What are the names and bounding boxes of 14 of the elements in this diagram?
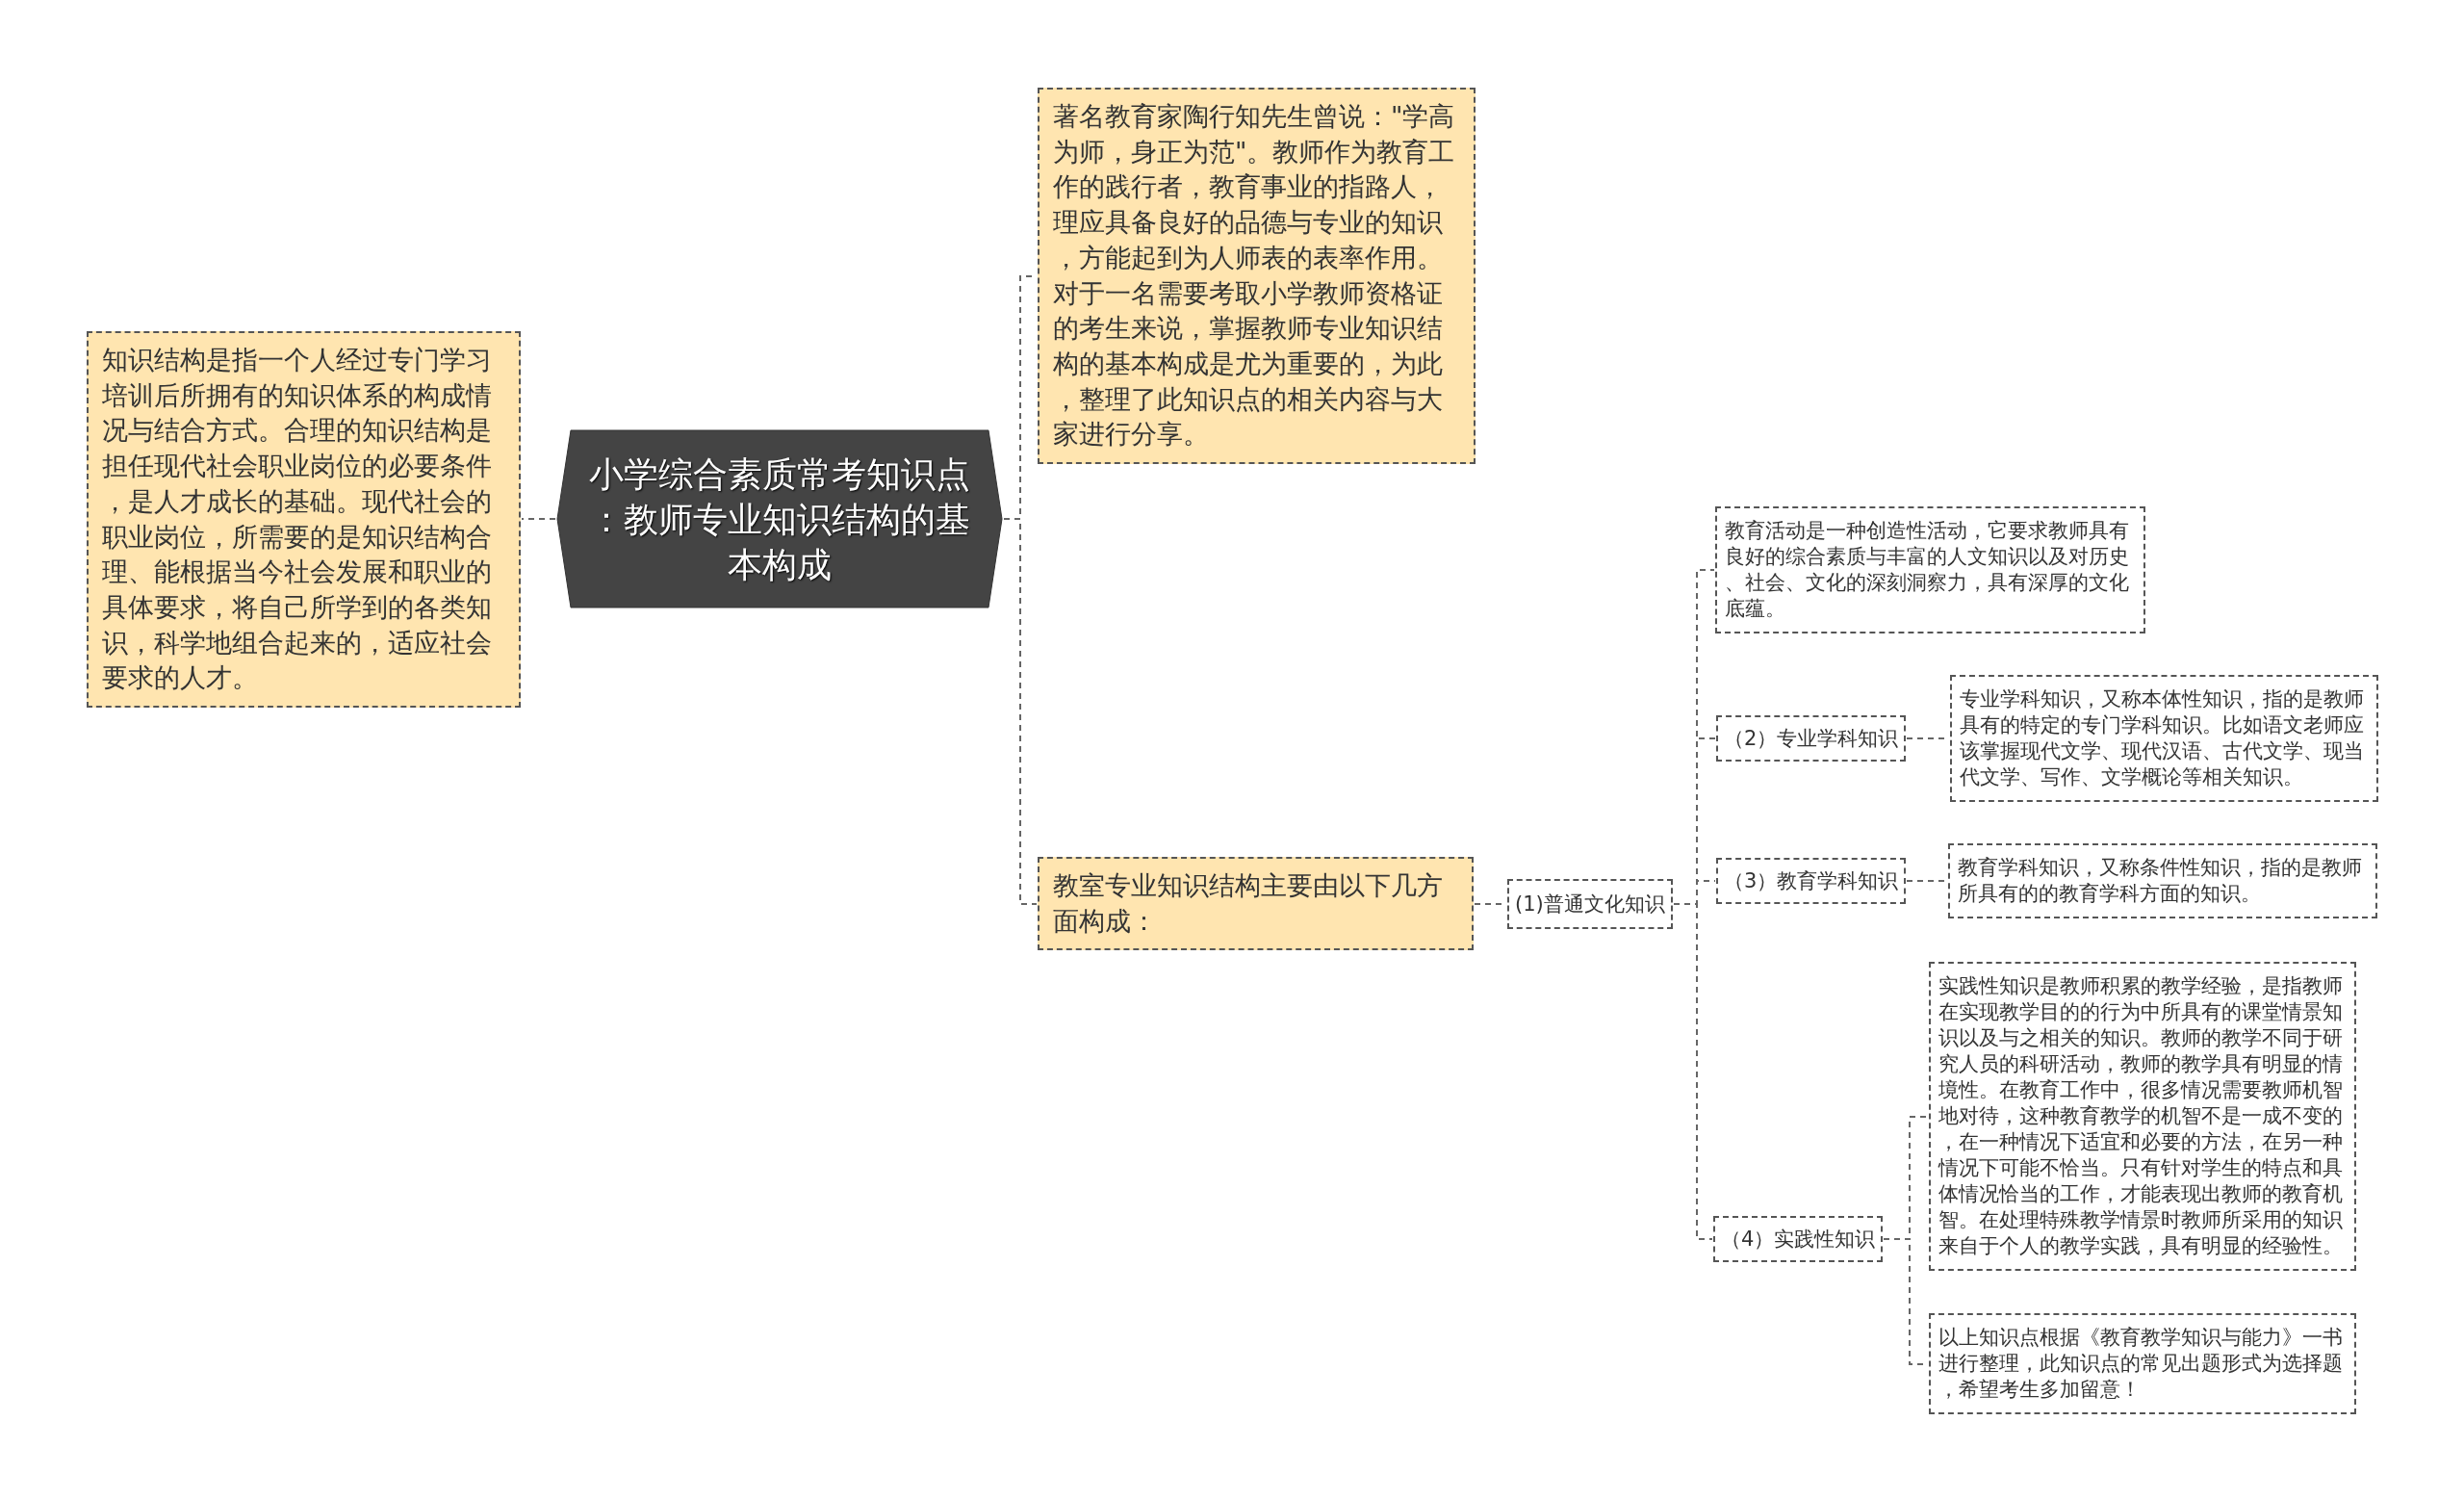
note-box: 著名教育家陶行知先生曾说："学高为师，身正为范"。教师作为教育工作的践行者，教育事业的指路人，理应具备良好的品德与专业的知识，方能起到为人师表的表率作用。对于一名需要考取小学教师资格证的考生来说，掌握教师专业知识结构的基本构成是尤为重要的，为此，整理了此知识点的相关内容与大家进行分享。 — [1038, 88, 1476, 465]
text-box: 实践性知识是教师积累的教学经验，是指教师在实现教学目的的行为中所具有的课堂情景知识以及与之相关的知识。教师的教学不同于研究人员的科研活动，教师的教学具有明显的情境性。在教育工作中，很多情况需要教师机智地对待，这种教育教学的机智不是一成不变的，在一种情况下适宜和必要的方法，在另一种情况下可能不恰当。只有针对学生的特点和具体情况恰当的工作，才能表现出教师的教育机智。在处理特殊教学情景时教师所采用的知识来自于个人的教学实践，具有明显的经验性。 — [1929, 962, 2356, 1271]
label-box: （2）专业学科知识 — [1716, 715, 1907, 762]
label-box: （3）教育学科知识 — [1716, 858, 1907, 904]
label-box: （4）实践性知识 — [1713, 1216, 1884, 1262]
central-topic: 小学综合素质常考知识点：教师专业知识结构的基本构成 — [556, 429, 1003, 608]
text-box: 教育活动是一种创造性活动，它要求教师具有良好的综合素质与丰富的人文知识以及对历史、社会、文化的深刻洞察力，具有深厚的文化底蕴。 — [1715, 506, 2145, 633]
connector-line — [521, 518, 556, 520]
text-box: 教育学科知识，又称条件性知识，指的是教师所具有的的教育学科方面的知识。 — [1948, 843, 2377, 918]
label-box: (1)普通文化知识 — [1507, 879, 1673, 929]
text-box: 专业学科知识，又称本体性知识，指的是教师具有的特定的专门学科知识。比如语文老师应该掌握现代文学、现代汉语、古代文学、现当代文学、写作、文学概论等相关知识。 — [1950, 675, 2378, 802]
note-box: 知识结构是指一个人经过专门学习培训后所拥有的知识体系的构成情况与结合方式。合理的知识结构是担任现代社会职业岗位的必要条件，是人才成长的基础。现代社会的职业岗位，所需要的是知识结构合理、能根据当今社会发展和职业的具体要求，将自己所学到的各类知识，科学地组合起来的，适应社会要求的人才。 — [87, 331, 521, 709]
text-box: 以上知识点根据《教育教学知识与能力》一书进行整理，此知识点的常见出题形式为选择题，希望考生多加留意！ — [1929, 1313, 2356, 1414]
note-box: 教室专业知识结构主要由以下几方面构成： — [1038, 857, 1474, 951]
